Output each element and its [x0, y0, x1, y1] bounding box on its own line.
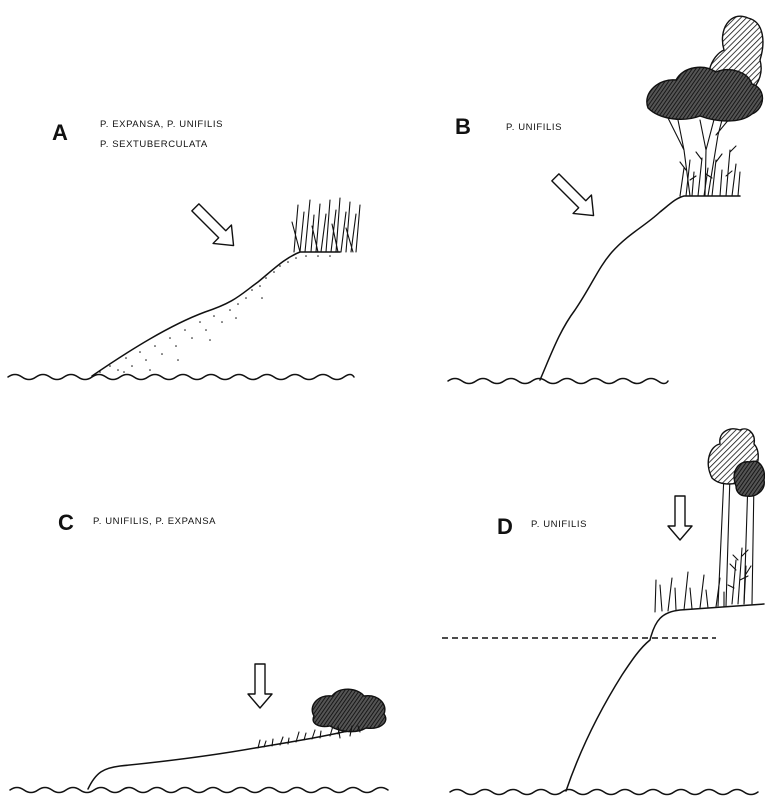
panel-a-nesting-arrow [186, 198, 243, 255]
panel-b-broad-tree-canopy [647, 67, 763, 121]
panel-a-sand-bank [92, 252, 340, 376]
panel-a-species-line-2: P. SEXTUBERCULATA [100, 139, 208, 150]
panel-a-water-line [8, 375, 354, 380]
panel-c-bush [312, 689, 386, 731]
panel-b-letter: B [455, 114, 471, 139]
panel-a-species-line-1: P. EXPANSA, P. UNIFILIS [100, 119, 223, 130]
panel-d-cliff [566, 604, 764, 791]
panel-a-grass [292, 198, 360, 252]
panel-c: C P. UNIFILIS, P. EXPANSA [10, 510, 388, 793]
panel-b-species: P. UNIFILIS [506, 122, 562, 133]
panel-b-nesting-arrow [546, 168, 603, 225]
panel-d-species: P. UNIFILIS [531, 519, 587, 530]
panel-d-water-line [450, 790, 758, 795]
panel-d-shrub [728, 548, 751, 604]
panel-c-beach [88, 724, 378, 789]
panel-d-tree-canopy-2 [734, 461, 764, 496]
panel-c-nesting-arrow [248, 664, 272, 708]
panel-a-letter: A [52, 120, 68, 145]
panel-a: A P. EXPANSA, P. UNIFILIS P. SEXTUBERCUL… [8, 119, 360, 380]
panel-c-letter: C [58, 510, 74, 535]
panel-d-grass [655, 572, 724, 612]
panel-b-water-line [448, 379, 668, 384]
panel-d: D P. UNIFILIS [442, 429, 764, 795]
panel-d-nesting-arrow [668, 496, 692, 540]
panel-d-letter: D [497, 514, 513, 539]
panel-c-water-line [10, 788, 388, 793]
panel-a-sand-stipple [99, 255, 331, 373]
panel-b: B P. UNIFILIS [448, 16, 763, 383]
panel-c-species: P. UNIFILIS, P. EXPANSA [93, 516, 216, 527]
panel-b-steep-bank [540, 196, 740, 380]
